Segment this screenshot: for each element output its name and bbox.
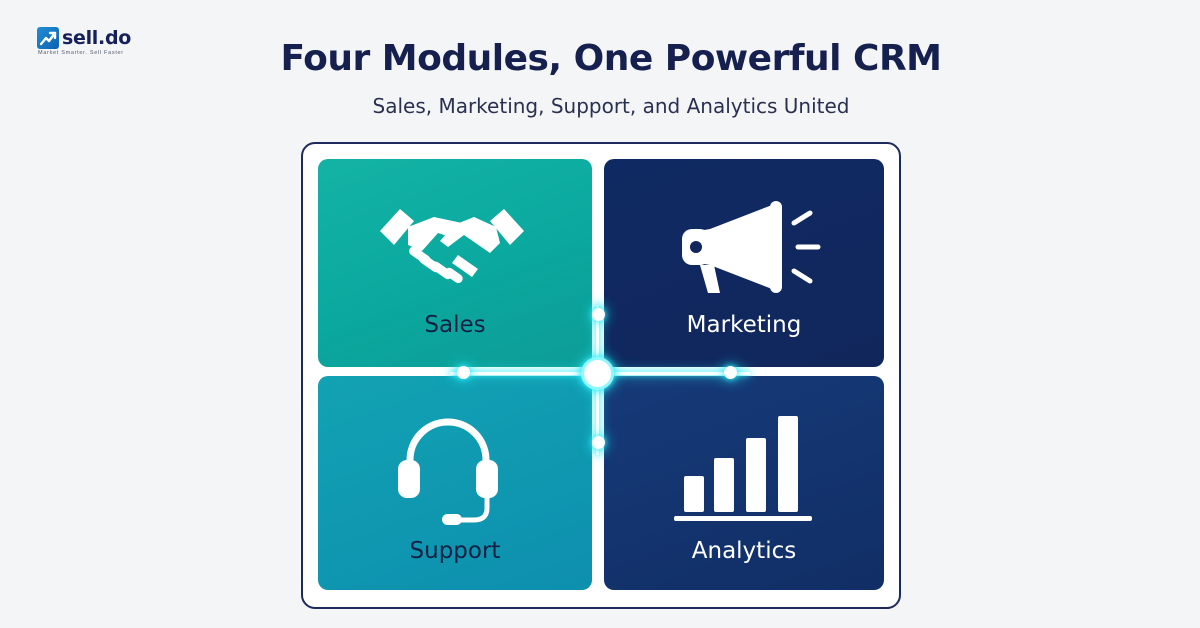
megaphone-icon: [682, 201, 821, 293]
brand-tagline: Market Smarter. Sell Faster: [38, 50, 124, 56]
page-subtitle: Sales, Marketing, Support, and Analytics…: [372, 94, 850, 118]
connector-node-left: [457, 366, 470, 379]
module-tile-marketing: Marketing: [604, 159, 884, 367]
bar-chart-icon: [674, 416, 812, 521]
module-label-marketing: Marketing: [686, 312, 802, 338]
module-label-sales: Sales: [424, 312, 486, 338]
module-tile-support: Support: [318, 376, 592, 590]
page-title: Four Modules, One Powerful CRM: [280, 38, 942, 79]
connector-hub: [581, 357, 614, 390]
brand-name: sell.do: [62, 27, 131, 49]
module-label-analytics: Analytics: [691, 538, 797, 564]
headset-icon: [398, 418, 498, 525]
trend-arrow-icon: [37, 27, 59, 49]
connector-node-top: [592, 308, 605, 321]
module-tile-sales: Sales: [318, 159, 592, 367]
connector-node-right: [724, 366, 737, 379]
connector-node-bottom: [592, 436, 605, 449]
module-tile-analytics: Analytics: [604, 376, 884, 590]
module-label-support: Support: [409, 538, 501, 564]
handshake-icon: [380, 209, 524, 284]
brand-logo: sell.do Market Smarter. Sell Faster: [37, 27, 131, 56]
